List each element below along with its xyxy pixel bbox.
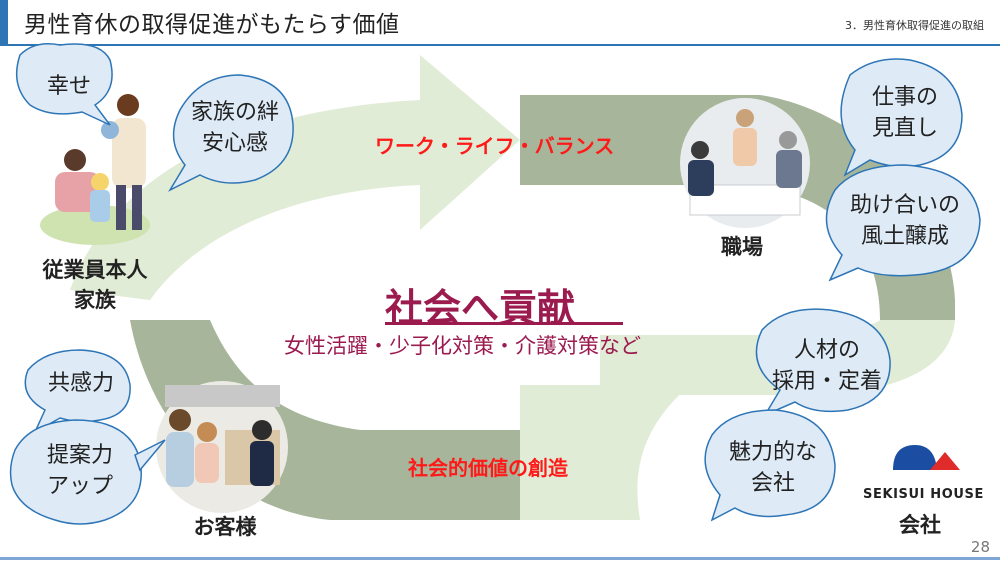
center-title-underline — [385, 322, 623, 325]
bubble-family-bond — [168, 74, 294, 192]
center-subtitle: 女性活躍・少子化対策・介護対策など — [284, 334, 641, 358]
page-number: 28 — [970, 538, 990, 556]
company-label: 会社 — [899, 513, 941, 537]
bubble-job-review-text: 仕事の 見直し — [871, 85, 938, 141]
slide-title: 男性育休の取得促進がもたらす価値 — [24, 12, 400, 38]
footer-line — [0, 557, 1000, 560]
bubble-attractive-company — [704, 409, 836, 522]
bubble-happiness-text: 幸せ — [46, 74, 91, 99]
sekisui-house-logo-icon — [893, 445, 960, 470]
workplace-arrow-segment — [520, 95, 955, 320]
bubble-proposal-text: 提案力 アップ — [46, 443, 113, 499]
bubble-recruitment-text: 人材の 採用・定着 — [771, 338, 882, 394]
bubble-family-bond-text: 家族の絆 安心感 — [190, 100, 279, 156]
bubble-happiness — [15, 43, 113, 126]
section-label: 3．男性育休取得促進の取組 — [845, 19, 984, 32]
workplace-meeting-illustration — [688, 109, 802, 216]
employee-family-label: 従業員本人 家族 — [42, 258, 148, 312]
work-life-balance-label: ワーク・ライフ・バランス — [375, 134, 615, 158]
customer-label: お客様 — [193, 515, 257, 539]
bubble-culture-text: 助け合いの 風土醸成 — [849, 193, 960, 249]
bubble-attractive-company-text: 魅力的な 会社 — [728, 440, 817, 496]
customer-illustration — [165, 385, 280, 487]
bubble-recruitment — [755, 308, 891, 417]
top-arrow — [70, 55, 520, 300]
header-accent — [0, 0, 8, 44]
customer-arrow-segment — [520, 385, 690, 520]
bubble-proposal — [9, 419, 166, 525]
employee-family-illustration — [55, 94, 146, 230]
social-value-label: 社会的価値の創造 — [408, 456, 568, 480]
bubble-culture — [825, 164, 981, 282]
bubble-empathy — [24, 349, 131, 434]
workplace-label: 職場 — [721, 235, 763, 259]
header-divider — [0, 44, 1000, 46]
bubble-empathy-text: 共感力 — [47, 371, 114, 396]
bubble-job-review — [840, 58, 963, 177]
sekisui-house-logo-text: SEKISUI HOUSE — [863, 487, 984, 502]
